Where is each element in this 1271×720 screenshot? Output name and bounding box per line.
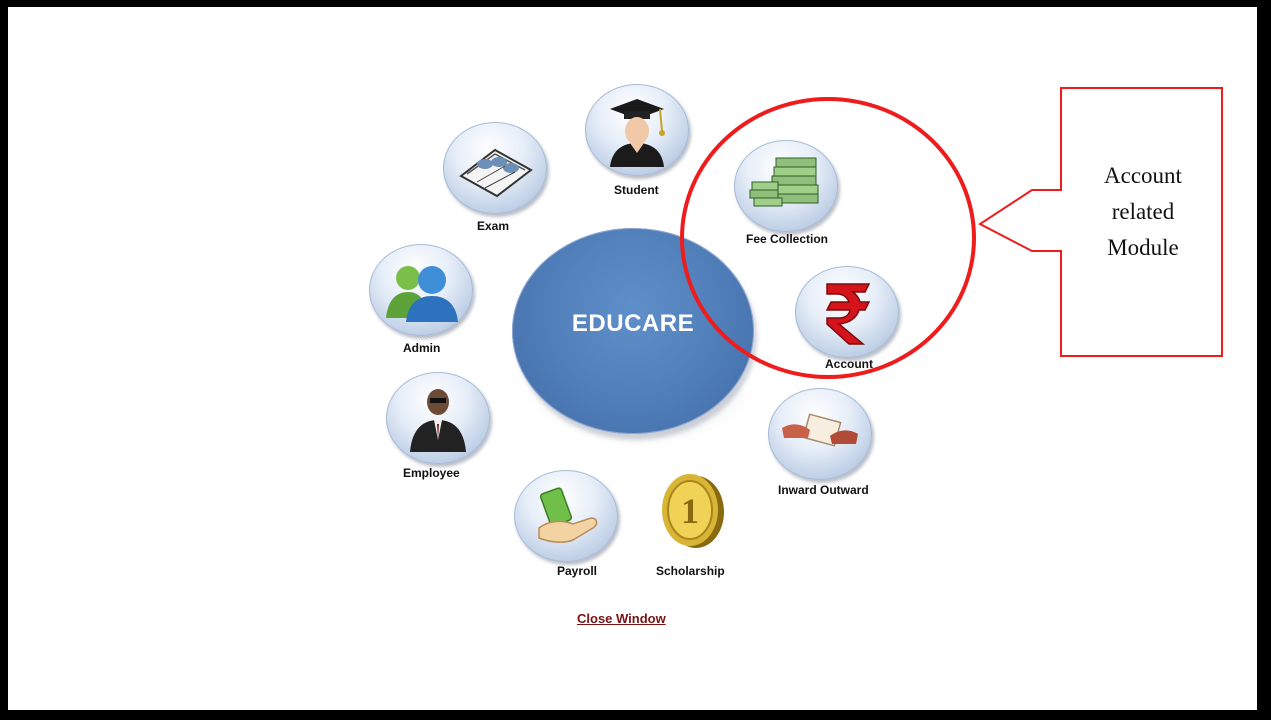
envelope-exchange-icon bbox=[782, 413, 858, 447]
gold-coin-icon: 1 bbox=[662, 474, 724, 548]
scholarship-module-button[interactable]: 1 bbox=[652, 468, 732, 552]
educare-hub bbox=[512, 228, 754, 434]
exam-module-button[interactable] bbox=[443, 122, 547, 214]
callout-text: Account related Module bbox=[1075, 158, 1211, 266]
scholarship-label: Scholarship bbox=[656, 564, 725, 578]
users-icon bbox=[386, 266, 458, 322]
businessman-icon bbox=[410, 389, 466, 452]
callout-line: Account bbox=[1104, 163, 1182, 188]
cash-stack-icon bbox=[749, 157, 819, 207]
inward-outward-label: Inward Outward bbox=[778, 483, 869, 497]
exam-label: Exam bbox=[477, 219, 510, 233]
graduate-icon bbox=[610, 99, 665, 167]
account-label: Account bbox=[825, 357, 873, 371]
callout-line: Module bbox=[1107, 235, 1179, 260]
admin-label: Admin bbox=[403, 341, 441, 355]
payroll-label: Payroll bbox=[557, 564, 598, 578]
student-module-button[interactable] bbox=[585, 84, 689, 176]
svg-text:1: 1 bbox=[681, 491, 699, 531]
employee-module-button[interactable] bbox=[386, 372, 490, 464]
student-label: Student bbox=[614, 183, 659, 197]
inward-outward-module-button[interactable] bbox=[768, 388, 872, 480]
callout-box bbox=[978, 87, 1223, 357]
employee-label: Employee bbox=[403, 466, 460, 480]
account-module-button[interactable] bbox=[795, 266, 899, 358]
fee-collection-label: Fee Collection bbox=[746, 232, 829, 246]
money-hand-icon bbox=[538, 487, 598, 543]
fee-collection-module-button[interactable] bbox=[734, 140, 838, 232]
admin-module-button[interactable] bbox=[369, 244, 473, 336]
exam-papers-icon bbox=[459, 148, 533, 198]
close-window-link[interactable]: Close Window bbox=[577, 611, 666, 626]
callout-line: related bbox=[1111, 199, 1175, 224]
rupee-icon bbox=[825, 283, 871, 345]
hub-label: EDUCARE bbox=[571, 310, 695, 337]
payroll-module-button[interactable] bbox=[514, 470, 618, 562]
